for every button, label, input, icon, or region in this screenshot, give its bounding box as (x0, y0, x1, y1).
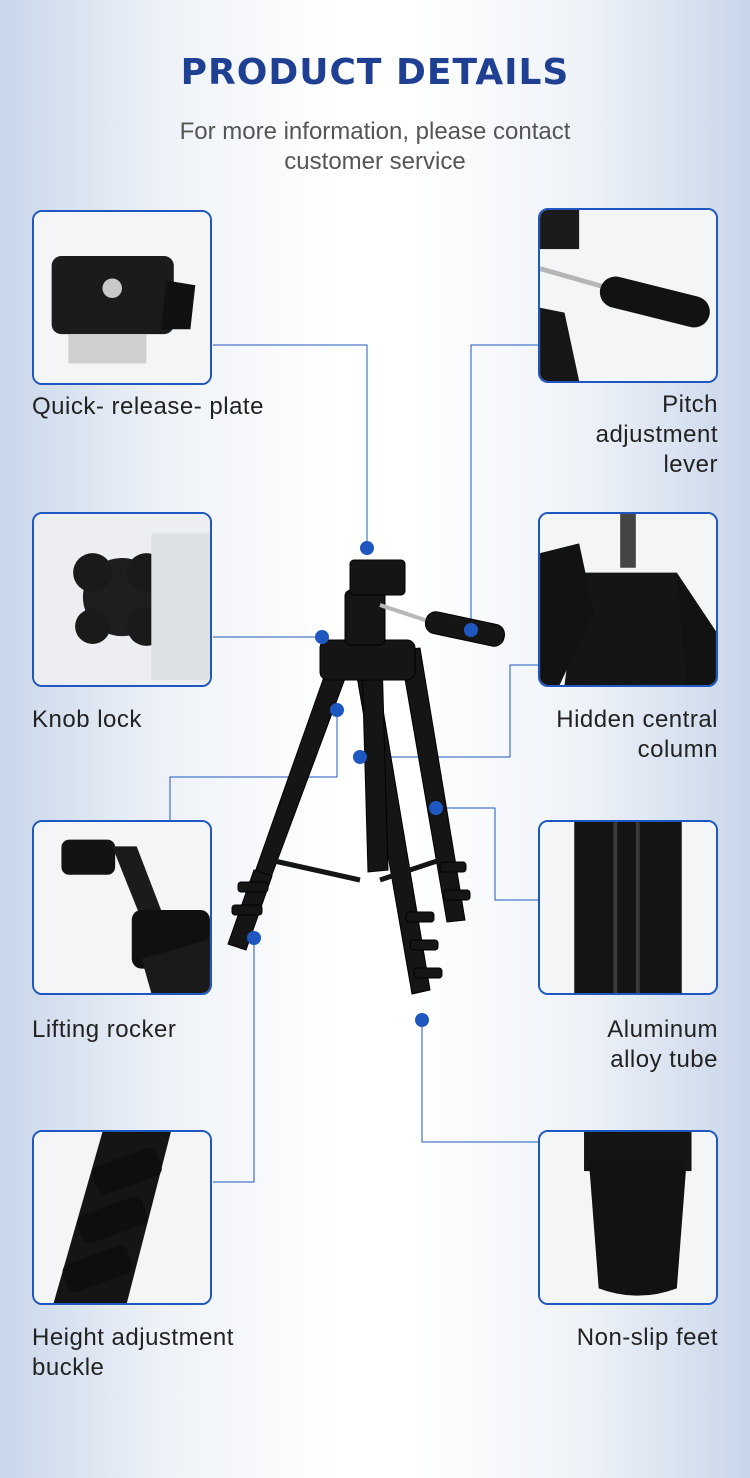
height-buckle-photo (32, 1130, 212, 1305)
feature-label-aluminum-tube: Aluminum alloy tube (578, 1015, 718, 1075)
non-slip-feet-photo (538, 1130, 718, 1305)
page-title: PRODUCT DETAILS (180, 52, 570, 93)
feature-label-pitch-lever-text: Pitch adjustment lever (595, 391, 718, 478)
quick-release-plate-icon (34, 212, 210, 383)
feature-label-quick-release: Quick- release- plate (32, 393, 264, 420)
connector-lines (169, 344, 538, 1183)
feature-label-height-buckle-text: Height adjustment buckle (32, 1324, 234, 1381)
page-subtitle: For more information, please contact cus… (179, 118, 571, 175)
aluminum-tube-icon (540, 822, 716, 993)
feature-label-knob-lock: Knob lock (32, 706, 142, 733)
feature-label-aluminum-tube-text: Aluminum alloy tube (607, 1016, 718, 1073)
lifting-rocker-photo (32, 820, 212, 995)
central-column-photo (538, 512, 718, 687)
lifting-rocker-icon (34, 822, 210, 993)
pitch-lever-photo (538, 208, 718, 383)
central-column-icon (540, 514, 716, 685)
feature-label-pitch-lever: Pitch adjustment lever (568, 390, 718, 480)
height-buckle-icon (34, 1132, 210, 1303)
feature-label-central-column: Hidden central column (528, 705, 718, 765)
feature-label-lifting-rocker: Lifting rocker (32, 1016, 177, 1043)
knob-lock-photo (32, 512, 212, 687)
feature-label-central-column-text: Hidden central column (556, 706, 718, 763)
non-slip-feet-icon (540, 1132, 716, 1303)
knob-lock-icon (34, 514, 210, 685)
tripod-body (227, 559, 506, 995)
feature-label-height-buckle: Height adjustment buckle (32, 1323, 272, 1383)
callout-dots (247, 541, 478, 1027)
quick-release-plate-photo (32, 210, 212, 385)
feature-label-non-slip-feet: Non-slip feet (576, 1324, 718, 1351)
aluminum-tube-photo (538, 820, 718, 995)
pitch-lever-icon (540, 210, 716, 381)
